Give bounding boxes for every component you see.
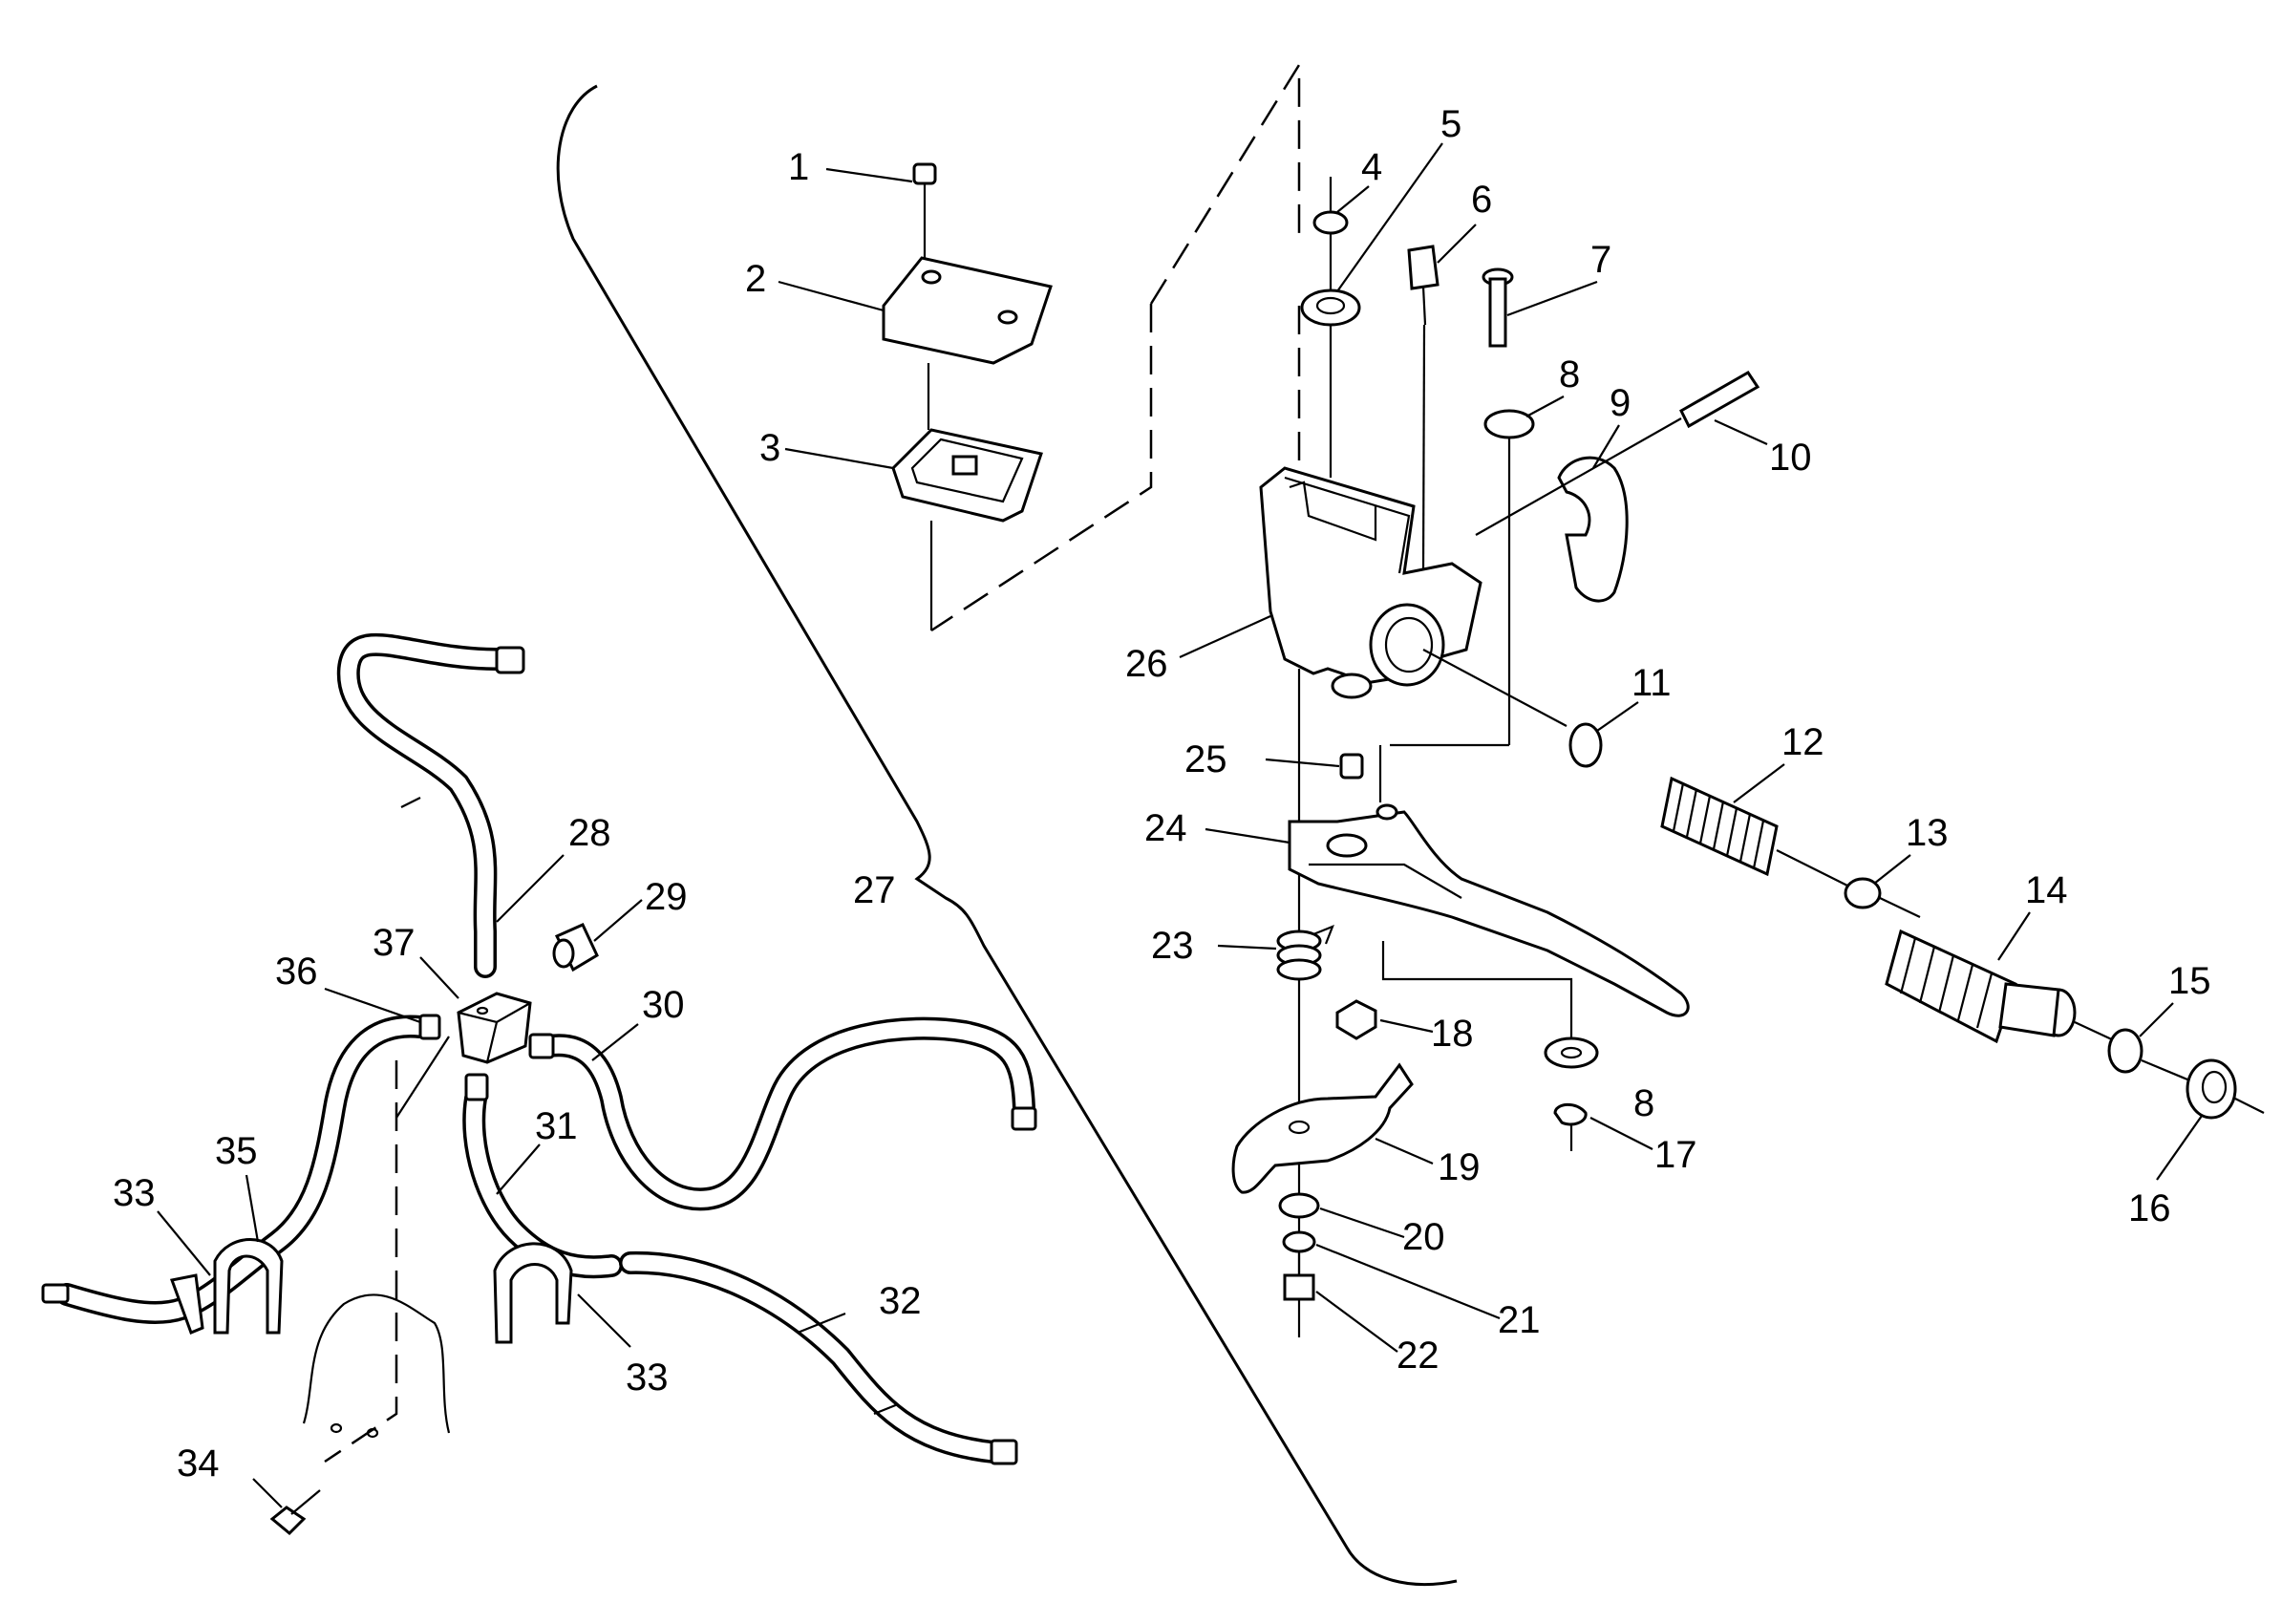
callout-19: 19	[1438, 1146, 1481, 1188]
part-spring-23	[1276, 925, 1334, 981]
part-hose-32	[619, 1250, 1005, 1464]
part-bolt-22	[1283, 1273, 1315, 1301]
callout-34: 34	[177, 1442, 220, 1485]
callout-4: 4	[1361, 146, 1382, 188]
part-clamp-35	[213, 1238, 284, 1335]
callout-15: 15	[2168, 960, 2211, 1002]
dashed-block-link	[324, 1060, 398, 1464]
part-clip-33a	[169, 1273, 204, 1335]
part-master-cylinder-26	[1259, 466, 1482, 699]
part-screw-1	[912, 162, 937, 260]
callout-7: 7	[1590, 239, 1611, 281]
part-boot-16	[2186, 1058, 2237, 1120]
callout-33b: 33	[626, 1357, 669, 1399]
callout-33a: 33	[113, 1172, 156, 1214]
callout-22: 22	[1397, 1335, 1440, 1377]
part-bolt-34	[269, 1489, 321, 1536]
part-bracket-19	[1231, 1062, 1414, 1194]
callout-23: 23	[1151, 925, 1194, 967]
frame-fragment	[302, 1293, 451, 1434]
part-screw-10	[1475, 371, 1760, 536]
part-diaphragm-3	[891, 428, 1043, 523]
part-clamp-9	[1557, 456, 1629, 603]
callout-5: 5	[1440, 103, 1461, 145]
callout-21: 21	[1498, 1299, 1541, 1341]
part-clip-15	[2107, 1028, 2143, 1074]
part-bushing-25	[1339, 753, 1364, 780]
callout-17: 17	[1654, 1134, 1697, 1176]
callout-6: 6	[1471, 179, 1492, 221]
part-fitting-29	[552, 923, 599, 972]
callout-30: 30	[642, 984, 685, 1026]
part-washer-4	[1312, 210, 1349, 235]
callout-28: 28	[568, 812, 611, 854]
callout-18: 18	[1431, 1013, 1474, 1055]
callout-16: 16	[2128, 1187, 2171, 1229]
part-seal-5	[1300, 288, 1361, 327]
part-reservoir-cover-2	[882, 256, 1053, 365]
panel-outline	[556, 84, 1458, 1587]
part-piston-14	[1885, 929, 2077, 1044]
callout-13: 13	[1906, 812, 1949, 854]
part-spring-12	[1660, 776, 1854, 889]
part-washer-8a	[1483, 409, 1535, 439]
callout-11: 11	[1632, 662, 1672, 704]
part-washer-13	[1844, 877, 1882, 909]
part-washer-11	[1568, 722, 1603, 768]
callout-35: 35	[215, 1130, 258, 1172]
dashed-reservoir-link	[930, 60, 1301, 632]
callout-9: 9	[1610, 382, 1631, 424]
callout-29: 29	[645, 876, 688, 918]
callout-27: 27	[853, 869, 896, 911]
callout-10: 10	[1769, 437, 1812, 479]
part-lever-24	[1288, 803, 1690, 1017]
guide-line-body-axis	[1422, 649, 1568, 727]
part-bolt-6	[1407, 245, 1440, 574]
callout-36: 36	[275, 951, 318, 993]
callout-20: 20	[1402, 1216, 1445, 1258]
callout-2: 2	[745, 258, 766, 300]
callout-26: 26	[1125, 643, 1168, 685]
leader-lines	[157, 142, 2203, 1508]
part-washer-21	[1282, 1230, 1316, 1253]
callout-31: 31	[535, 1105, 578, 1147]
callout-14: 14	[2025, 869, 2068, 911]
part-nut-20	[1278, 1192, 1320, 1219]
callout-12: 12	[1781, 721, 1824, 763]
callout-37: 37	[373, 922, 416, 964]
part-washer-8b	[1544, 1036, 1599, 1069]
callout-1: 1	[788, 146, 809, 188]
part-junction-block-37	[457, 992, 532, 1064]
part-nut-18	[1335, 999, 1377, 1040]
callout-25: 25	[1184, 738, 1227, 780]
guide-line-lever-box	[1378, 743, 1573, 1051]
part-pin-7	[1482, 267, 1514, 348]
callout-8b: 8	[1633, 1082, 1654, 1124]
callout-32: 32	[879, 1280, 922, 1322]
callout-24: 24	[1144, 807, 1187, 849]
part-clip-33b	[493, 1242, 573, 1344]
callout-3: 3	[759, 427, 780, 469]
part-clip-17	[1553, 1102, 1588, 1126]
callout-8a: 8	[1559, 353, 1580, 395]
